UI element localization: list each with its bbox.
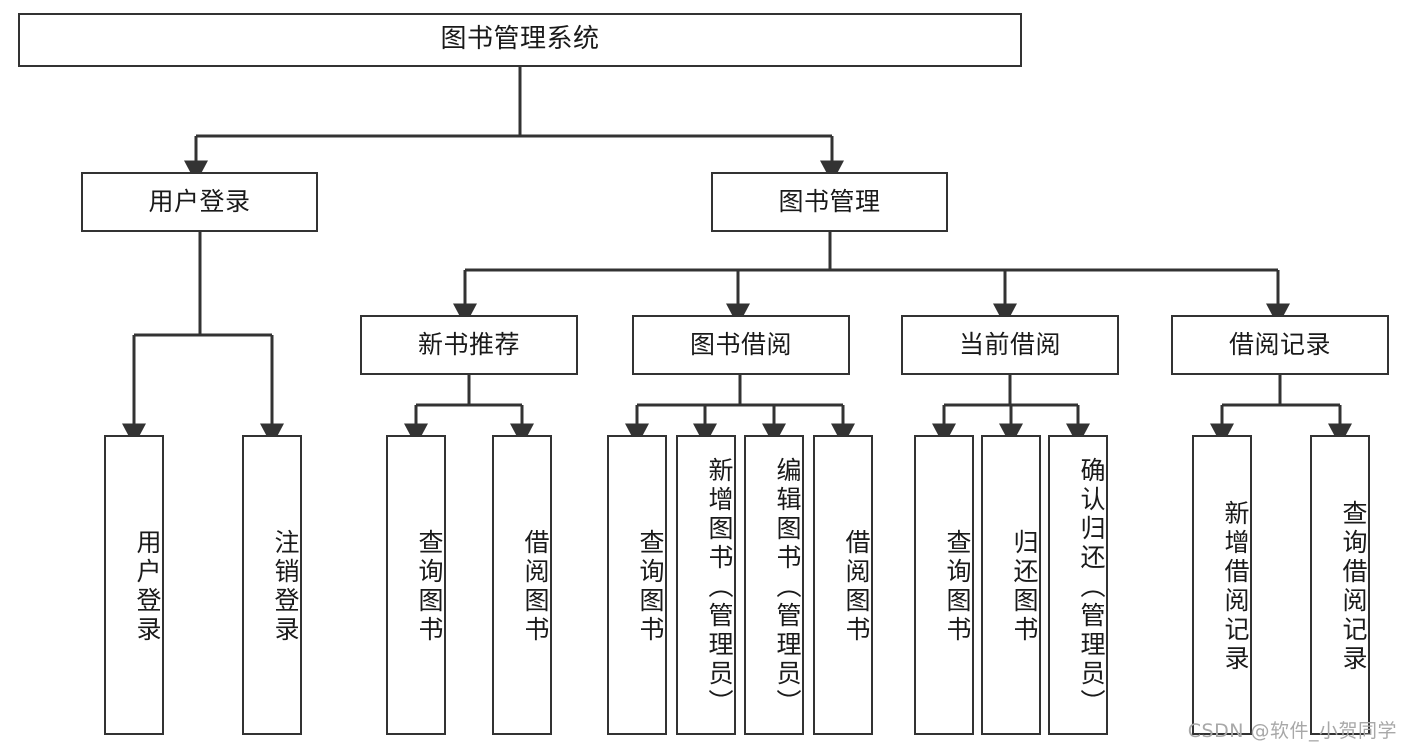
leaf-label: 查询图书 xyxy=(943,529,972,645)
leaf-label: 借阅图书 xyxy=(842,529,871,645)
leaf-label: 新增图书（管理员） xyxy=(705,456,734,718)
leaf-label: 归还图书 xyxy=(1010,529,1039,645)
leaf-label: 查询借阅记录 xyxy=(1339,500,1368,674)
node-leaf-user-login[interactable]: 用户登录 xyxy=(104,435,164,735)
node-new-book-recommend[interactable]: 新书推荐 xyxy=(360,315,578,375)
leaf-label: 借阅图书 xyxy=(521,529,550,645)
node-leaf-query-book-3[interactable]: 查询图书 xyxy=(914,435,974,735)
leaf-label: 注销登录 xyxy=(271,529,300,645)
leaf-label: 查询图书 xyxy=(415,529,444,645)
node-book-borrow[interactable]: 图书借阅 xyxy=(632,315,850,375)
leaf-label: 确认归还（管理员） xyxy=(1077,456,1106,718)
node-leaf-edit-book[interactable]: 编辑图书（管理员） xyxy=(744,435,804,735)
node-leaf-query-book-1[interactable]: 查询图书 xyxy=(386,435,446,735)
node-leaf-borrow-book-1[interactable]: 借阅图书 xyxy=(492,435,552,735)
leaf-label: 查询图书 xyxy=(636,529,665,645)
node-leaf-add-record[interactable]: 新增借阅记录 xyxy=(1192,435,1252,735)
node-leaf-confirm-return[interactable]: 确认归还（管理员） xyxy=(1048,435,1108,735)
watermark: CSDN @软件_小贺同学 xyxy=(1187,720,1397,742)
node-user-login[interactable]: 用户登录 xyxy=(81,172,318,232)
leaf-label: 编辑图书（管理员） xyxy=(773,456,802,718)
node-leaf-query-book-2[interactable]: 查询图书 xyxy=(607,435,667,735)
node-leaf-query-record[interactable]: 查询借阅记录 xyxy=(1310,435,1370,735)
node-book-manage[interactable]: 图书管理 xyxy=(711,172,948,232)
leaf-label: 新增借阅记录 xyxy=(1221,500,1250,674)
node-current-borrow[interactable]: 当前借阅 xyxy=(901,315,1119,375)
leaf-label: 用户登录 xyxy=(133,529,162,645)
node-leaf-return-book[interactable]: 归还图书 xyxy=(981,435,1041,735)
node-leaf-add-book[interactable]: 新增图书（管理员） xyxy=(676,435,736,735)
node-leaf-logout[interactable]: 注销登录 xyxy=(242,435,302,735)
node-root[interactable]: 图书管理系统 xyxy=(18,13,1022,67)
node-borrow-record[interactable]: 借阅记录 xyxy=(1171,315,1389,375)
node-leaf-borrow-book-2[interactable]: 借阅图书 xyxy=(813,435,873,735)
